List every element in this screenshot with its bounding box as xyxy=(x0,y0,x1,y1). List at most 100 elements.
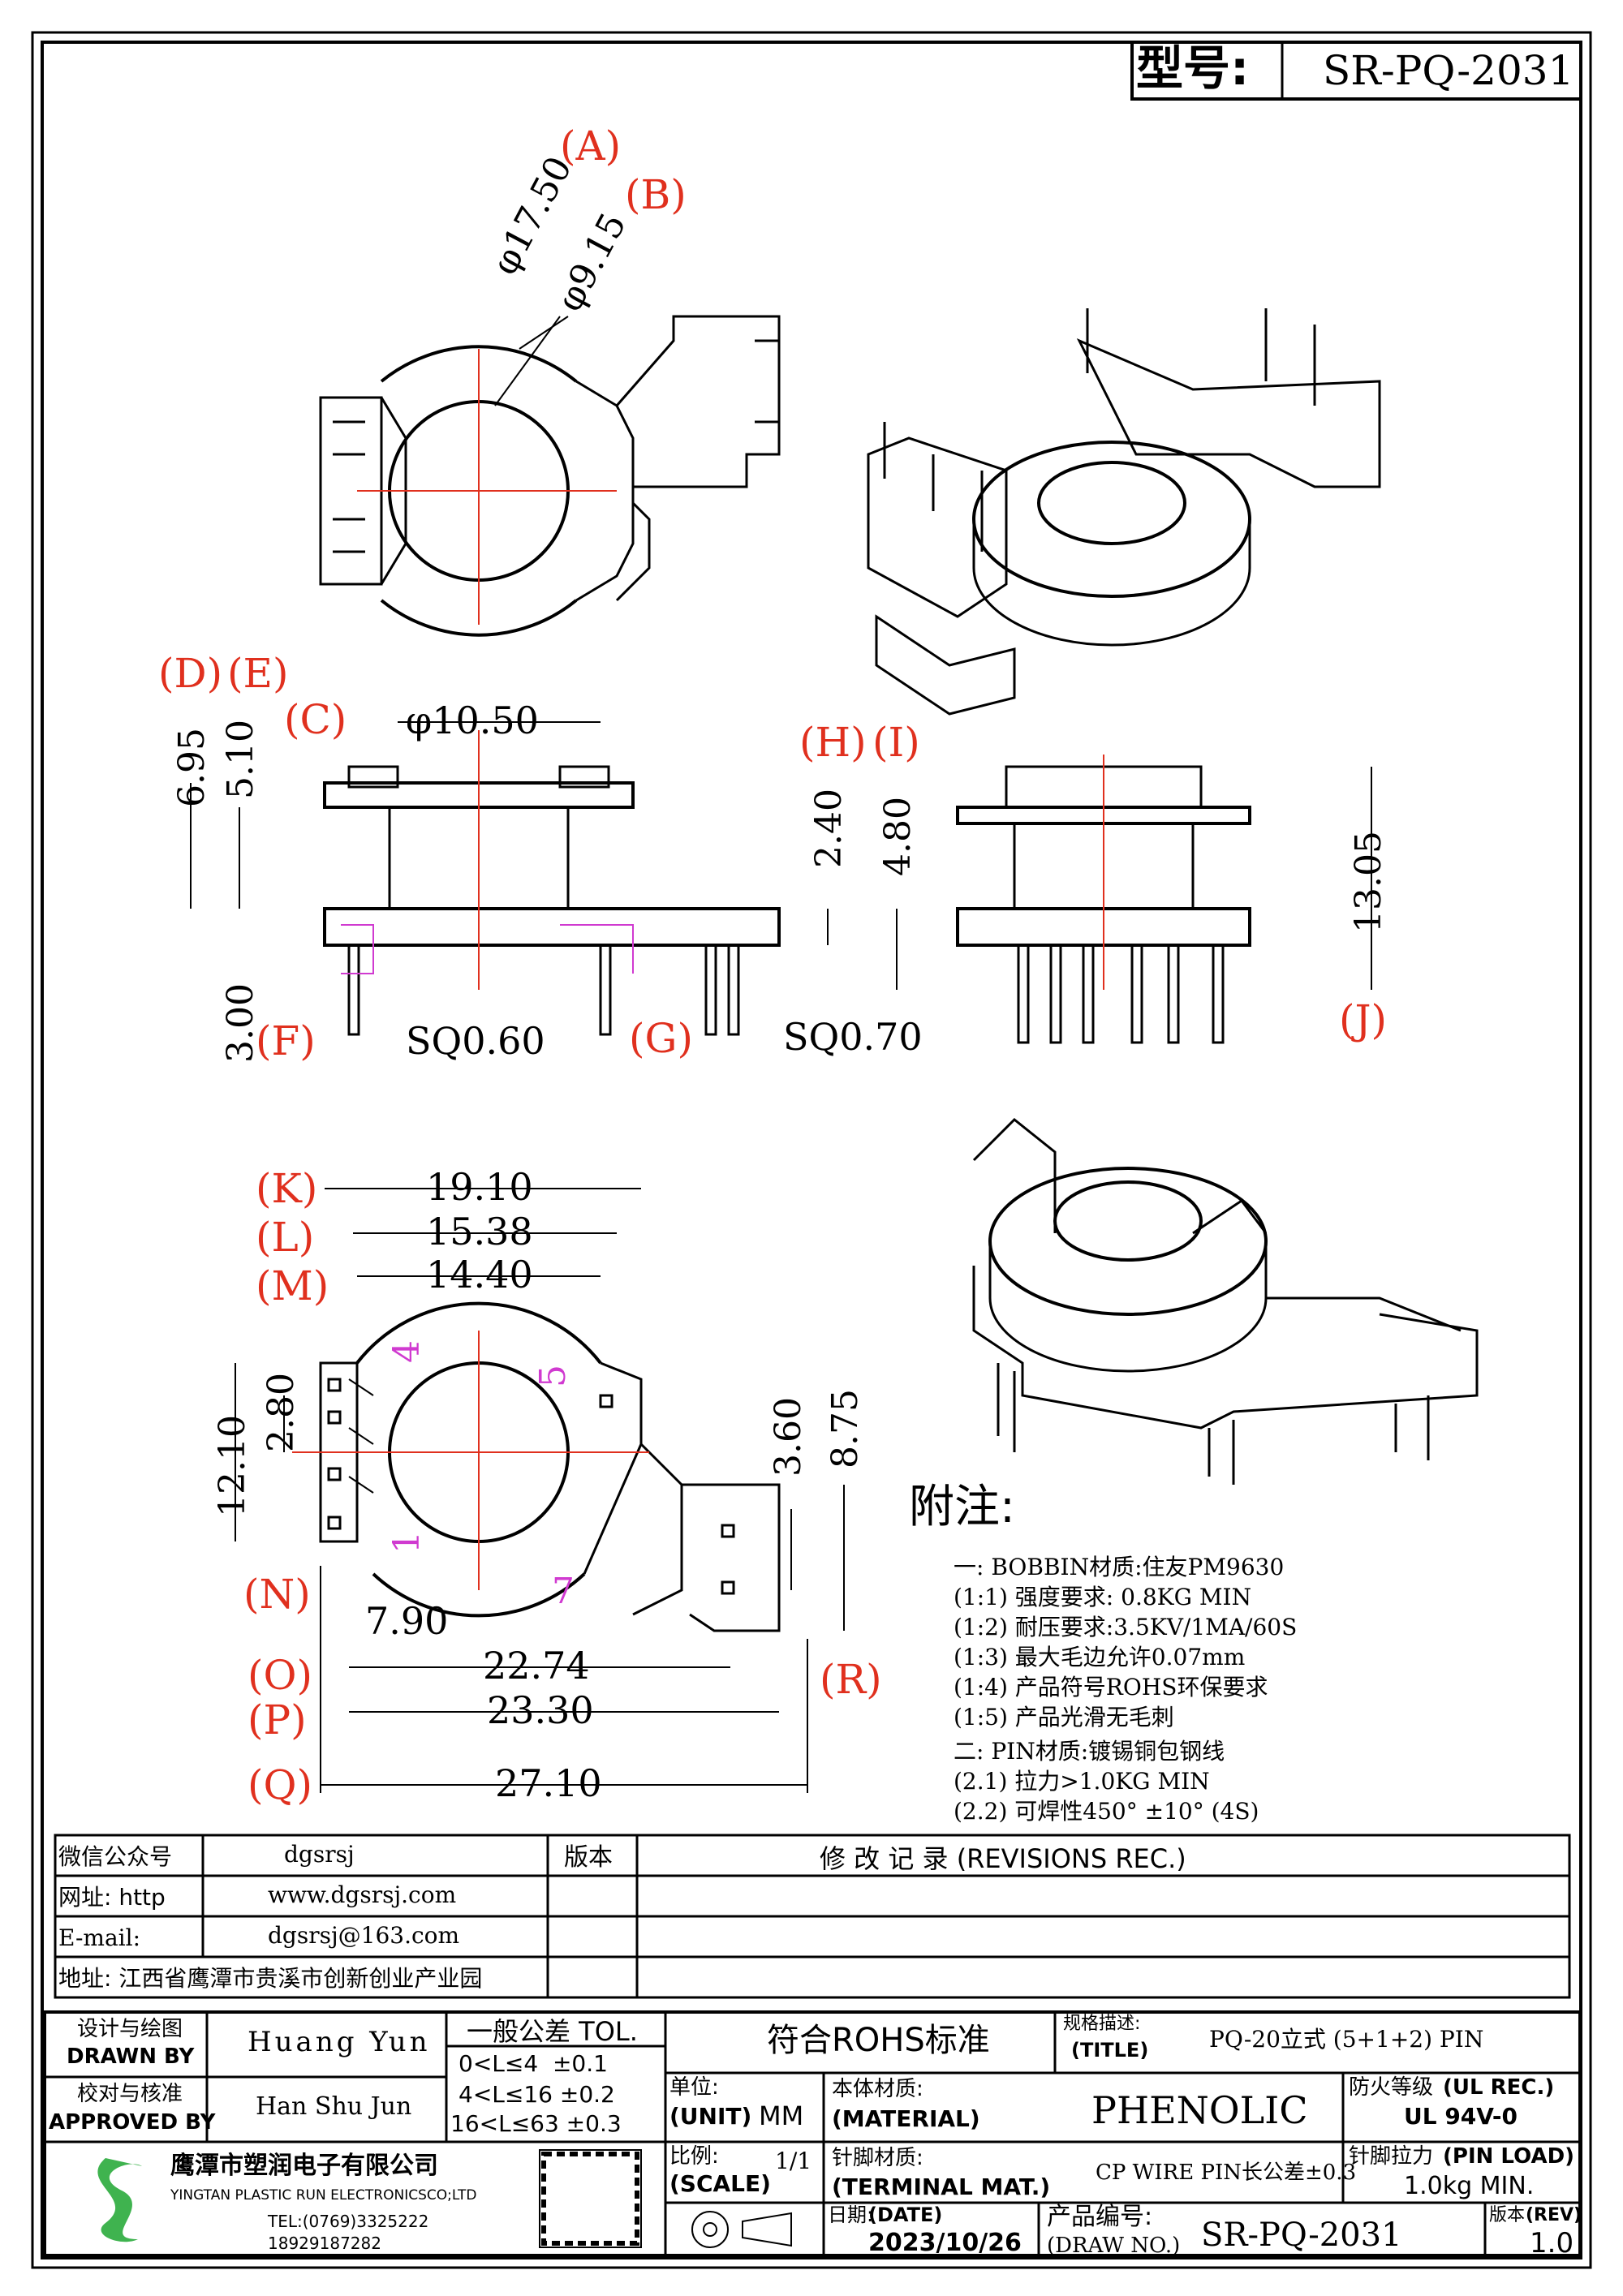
note-line-4: (1:3) 最大毛边允许0.07mm xyxy=(954,1644,1246,1670)
flame-cn: 防火等级 xyxy=(1349,2075,1434,2100)
dim-300: 3.00 xyxy=(220,983,261,1063)
company-tel: TEL:(0769)3325222 xyxy=(268,2212,429,2231)
bottom-view xyxy=(235,1188,845,1793)
date-cn: 日期: xyxy=(828,2204,874,2226)
notes-heading: 附注: xyxy=(909,1481,1015,1533)
note-line-1: 一: BOBBIN材质:住友PM9630 xyxy=(954,1554,1285,1580)
dim-1538: 15.38 xyxy=(426,1210,533,1253)
approved-name: Han Shu Jun xyxy=(256,2092,412,2121)
drawno-en: (DRAW NO.) xyxy=(1047,2234,1181,2258)
email-label: E-mail: xyxy=(58,1924,141,1951)
dim-695: 6.95 xyxy=(171,728,213,807)
date-value: 2023/10/26 xyxy=(868,2229,1022,2257)
model-box xyxy=(1130,41,1582,101)
pin-7-label: 7 xyxy=(552,1571,575,1612)
unit-en: (UNIT) xyxy=(669,2103,752,2130)
unit-cn: 单位: xyxy=(669,2075,719,2100)
rev-cn: 版本 xyxy=(1489,2205,1526,2225)
top-view xyxy=(319,315,781,637)
version-col-header: 版本 xyxy=(564,1843,613,1872)
iso-view-bottom xyxy=(972,1117,1479,1485)
dim-2274: 22.74 xyxy=(483,1644,590,1688)
approved-cn: 校对与核准 xyxy=(77,2082,183,2106)
web-label: 网址: http xyxy=(58,1884,166,1911)
address-line: 地址: 江西省鹰潭市贵溪市创新创业产业园 xyxy=(58,1965,483,1992)
dim-1305: 13.05 xyxy=(1348,831,1389,933)
drawno-cn: 产品编号: xyxy=(1047,2203,1153,2231)
marker-n: (N) xyxy=(243,1571,311,1618)
marker-k: (K) xyxy=(256,1165,318,1212)
drawn-by-cn: 设计与绘图 xyxy=(77,2017,183,2041)
company-mobile: 18929187282 xyxy=(268,2234,381,2253)
tolerance-title: 一般公差 TOL. xyxy=(467,2016,638,2047)
scale-value: 1/1 xyxy=(775,2148,812,2174)
revisions-title: 修 改 记 录 (REVISIONS REC.) xyxy=(820,1843,1186,1874)
material-en: (MATERIAL) xyxy=(832,2105,980,2132)
marker-q: (Q) xyxy=(248,1761,313,1808)
spec-value: PQ-20立式 (5+1+2) PIN xyxy=(1209,2026,1484,2053)
note-line-3: (1:2) 耐压要求:3.5KV/1MA/60S xyxy=(954,1614,1298,1640)
outer-frame xyxy=(31,31,1592,2269)
drawn-by-name: Huang Yun xyxy=(248,2026,431,2058)
spec-cn: 规格描述: xyxy=(1063,2014,1141,2034)
marker-b: (B) xyxy=(625,171,687,218)
marker-a: (A) xyxy=(560,123,622,170)
flame-en: (UL REC.) xyxy=(1443,2075,1555,2100)
terminal-en: (TERMINAL MAT.) xyxy=(832,2173,1051,2200)
scale-cn: 比例: xyxy=(669,2144,719,2169)
marker-i: (I) xyxy=(872,719,920,766)
dim-2330: 23.30 xyxy=(487,1688,594,1732)
tolerance-row-1: 0<L≤4 ±0.1 xyxy=(458,2050,608,2077)
revision-table-grid xyxy=(54,1834,1571,1999)
drawn-by-en: DRAWN BY xyxy=(67,2044,195,2069)
date-en: (DATE) xyxy=(868,2204,943,2226)
material-value: PHENOLIC xyxy=(1091,2088,1308,2132)
side-view xyxy=(956,755,1372,1044)
marker-f: (F) xyxy=(256,1017,316,1064)
dim-sq070: SQ0.70 xyxy=(783,1015,923,1059)
dim-790: 7.90 xyxy=(365,1599,449,1643)
front-view xyxy=(190,721,898,1036)
qr-code-icon xyxy=(541,2152,639,2246)
marker-h: (H) xyxy=(799,719,867,766)
marker-c: (C) xyxy=(284,696,347,743)
title-block-grid xyxy=(43,2010,1582,2257)
marker-l: (L) xyxy=(256,1214,315,1261)
flame-value: UL 94V-0 xyxy=(1404,2103,1518,2130)
unit-value: MM xyxy=(759,2100,804,2131)
dim-480: 4.80 xyxy=(877,797,919,876)
note-line-6: (1:5) 产品光滑无毛刺 xyxy=(954,1704,1174,1731)
note-line-8: (2.1) 拉力>1.0KG MIN xyxy=(954,1768,1210,1795)
marker-r: (R) xyxy=(820,1656,882,1703)
dim-2710: 27.10 xyxy=(495,1761,602,1805)
dim-1910: 19.10 xyxy=(426,1165,533,1209)
pinload-en: (PIN LOAD) xyxy=(1443,2144,1575,2169)
marker-o: (O) xyxy=(248,1652,313,1699)
web-value[interactable]: www.dgsrsj.com xyxy=(268,1881,457,1908)
dim-280: 2.80 xyxy=(260,1373,302,1452)
dim-875: 8.75 xyxy=(824,1389,866,1468)
pin-4-label: 4 xyxy=(386,1340,428,1363)
dim-dia-side: φ10.50 xyxy=(406,699,539,742)
drawno-value: SR-PQ-2031 xyxy=(1201,2216,1402,2254)
wechat-label: 微信公众号 xyxy=(58,1843,173,1870)
scale-en: (SCALE) xyxy=(669,2170,771,2197)
note-line-2: (1:1) 强度要求: 0.8KG MIN xyxy=(954,1584,1252,1610)
dim-240: 2.40 xyxy=(808,789,850,868)
rohs-standard: 符合ROHS标准 xyxy=(767,2022,990,2059)
marker-d: (D) xyxy=(158,650,223,697)
email-value[interactable]: dgsrsj@163.com xyxy=(268,1922,460,1949)
pin-1-label: 1 xyxy=(386,1531,428,1554)
marker-e: (E) xyxy=(227,650,289,697)
pinload-value: 1.0kg MIN. xyxy=(1404,2172,1535,2200)
iso-view-top xyxy=(867,308,1381,716)
dim-510: 5.10 xyxy=(220,720,261,799)
dim-1210: 12.10 xyxy=(212,1415,253,1517)
rev-en: (REV) xyxy=(1526,2205,1582,2225)
marker-g: (G) xyxy=(629,1015,693,1062)
rev-value: 1.0 xyxy=(1530,2227,1574,2259)
note-line-5: (1:4) 产品符号ROHS环保要求 xyxy=(954,1674,1268,1701)
dim-1440: 14.40 xyxy=(426,1253,533,1296)
model-value: SR-PQ-2031 xyxy=(1323,47,1574,94)
